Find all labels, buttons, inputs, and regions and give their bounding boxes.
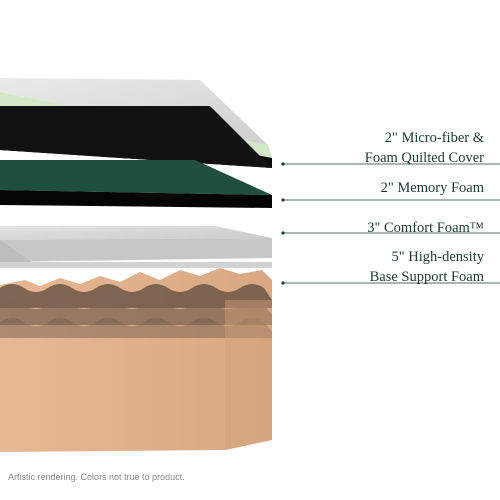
- comfort-foam-layer: [0, 226, 272, 268]
- leader-memory-dot: [281, 198, 285, 202]
- leader-comfort-dot: [281, 231, 285, 235]
- memory-foam-layer: [0, 160, 272, 208]
- cover-layer: [0, 78, 272, 168]
- comfort-front-face: [0, 238, 272, 262]
- memory-bottom-band: [0, 190, 272, 208]
- layer-label-line: Foam Quilted Cover: [364, 150, 484, 166]
- layer-label-line: 3" Comfort Foam™: [367, 220, 484, 236]
- base-egg-crate-texture: [0, 284, 272, 338]
- layer-label-comfort: 3" Comfort Foam™: [367, 218, 484, 238]
- layer-label-base: 5" High-density Base Support Foam: [370, 247, 484, 287]
- base-side-shade: [225, 300, 272, 450]
- cover-black-side: [0, 106, 272, 168]
- leader-lines: [281, 162, 500, 285]
- layer-label-line: Base Support Foam: [369, 269, 484, 285]
- layer-label-cover: 2" Micro-fiber & Foam Quilted Cover: [365, 128, 484, 168]
- layer-label-memory: 2" Memory Foam: [381, 178, 484, 198]
- comfort-side-face: [0, 226, 40, 268]
- memory-top-face: [0, 160, 272, 195]
- disclaimer-footnote: Artistic rendering. Colors not true to p…: [8, 472, 185, 482]
- comfort-top-face: [0, 226, 272, 240]
- base-foam-layer: [0, 268, 272, 452]
- layer-label-line: 2" Micro-fiber &: [384, 130, 484, 146]
- leader-cover-dot: [281, 162, 285, 166]
- leader-base-dot: [281, 281, 285, 285]
- layer-label-line: 2" Memory Foam: [380, 180, 484, 196]
- layer-label-line: 5" High-density: [391, 249, 484, 265]
